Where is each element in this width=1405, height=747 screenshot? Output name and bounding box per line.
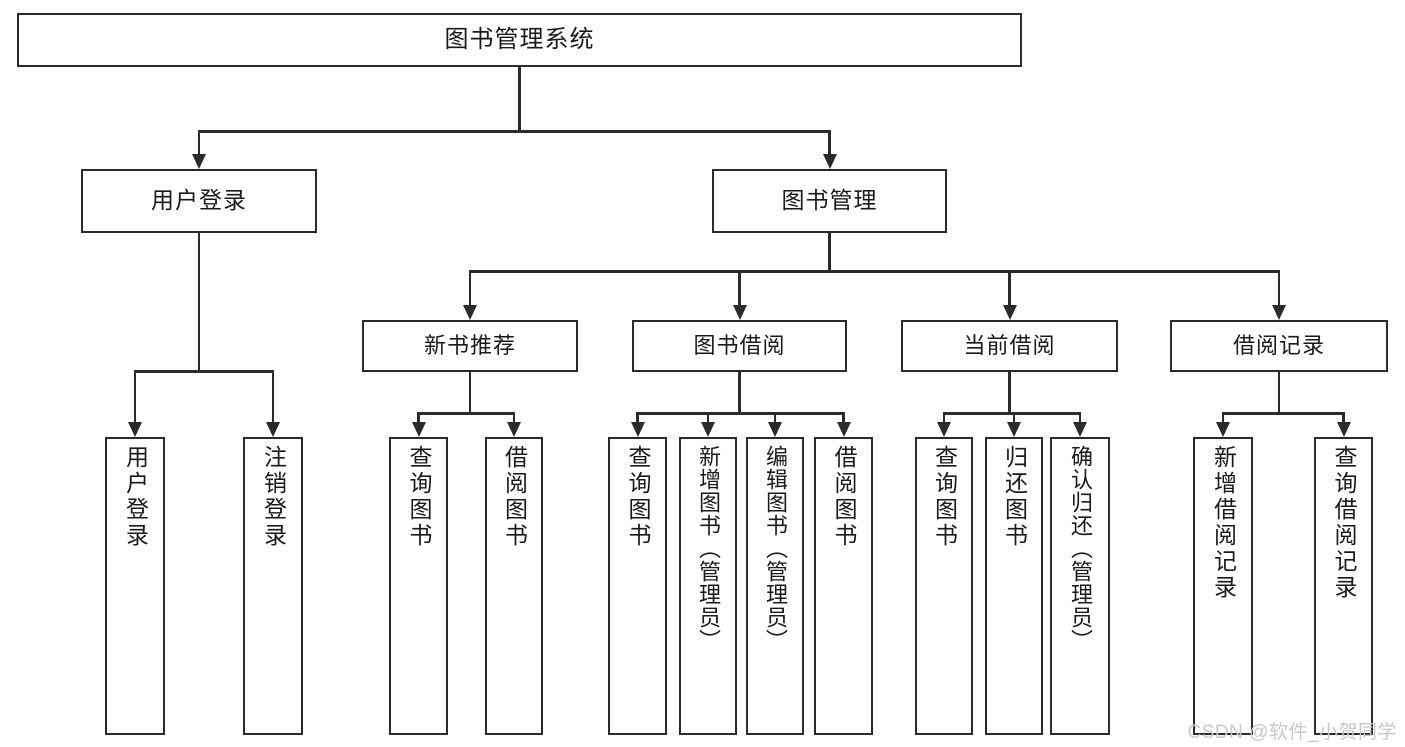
node-leaf-query-record-label: 查询借阅记录 [1331,445,1357,601]
connector-book-borrow-stem [738,372,741,412]
arrowhead-to-book-management [822,154,837,169]
arrowhead-to-leaf-edit-book [768,422,782,437]
node-leaf-borrow-book-new[interactable]: 借阅图书 [485,437,543,735]
arrowhead-to-leaf-borrow-book-new [507,422,521,437]
connector-new-book-recommend-stem [468,372,472,412]
node-leaf-add-record-label: 新增借阅记录 [1210,445,1237,601]
arrowhead-to-leaf-query-book-new [411,422,426,437]
connector-to-leaf-logout [271,370,275,422]
connector-to-leaf-add-record [1221,412,1225,422]
node-current-borrow-label: 当前借阅 [963,333,1056,359]
node-user-login-label: 用户登录 [151,187,247,214]
connector-to-leaf-add-book [706,412,710,422]
connector-to-leaf-query-book-borrow [636,412,639,422]
connector-book-management-stem [828,233,831,270]
arrowhead-to-leaf-add-record [1216,422,1230,437]
node-book-management[interactable]: 图书管理 [712,169,947,233]
connector-current-borrow-bus [942,412,1082,415]
node-new-book-recommend-label: 新书推荐 [423,333,516,359]
node-current-borrow[interactable]: 当前借阅 [901,320,1118,372]
node-leaf-confirm-return-label: 确认归还（管理员） [1068,445,1093,652]
arrowhead-to-leaf-user-login [128,422,142,437]
connector-borrow-record-bus [1221,412,1345,415]
node-leaf-borrow-book[interactable]: 借阅图书 [814,437,873,735]
node-leaf-add-book[interactable]: 新增图书（管理员） [679,437,737,735]
node-leaf-logout[interactable]: 注销登录 [243,437,303,735]
connector-to-leaf-edit-book [773,412,777,422]
connector-book-management-bus [468,270,1281,273]
node-borrow-record[interactable]: 借阅记录 [1170,320,1388,372]
arrowhead-to-current-borrow [1002,305,1017,320]
node-book-borrow-label: 图书借阅 [693,333,786,359]
arrowhead-to-leaf-confirm-return [1073,422,1087,437]
node-leaf-borrow-book-label: 借阅图书 [831,445,857,549]
connector-borrow-record-stem [1277,372,1281,412]
node-user-login[interactable]: 用户登录 [81,169,317,233]
connector-to-leaf-borrow-book [842,412,845,422]
node-leaf-add-book-label: 新增图书（管理员） [696,445,721,652]
connector-new-book-recommend-bus [417,412,516,415]
connector-to-borrow-record [1277,270,1281,305]
connector-current-borrow-stem [1008,372,1011,412]
connector-to-book-borrow [738,270,741,305]
node-leaf-edit-book[interactable]: 编辑图书（管理员） [746,437,804,735]
csdn-watermark: CSDN @软件_小贺同学 [1187,722,1397,743]
connector-to-leaf-query-book-current [942,412,946,422]
connector-to-user-login [197,130,201,154]
node-leaf-query-record[interactable]: 查询借阅记录 [1314,437,1373,735]
connector-to-leaf-query-book-new [417,412,420,422]
arrowhead-to-leaf-query-book-borrow [630,422,645,437]
node-leaf-user-login[interactable]: 用户登录 [105,437,165,735]
arrowhead-to-user-login [192,154,206,169]
node-root[interactable]: 图书管理系统 [17,13,1022,67]
arrowhead-to-book-borrow [732,305,747,320]
arrowhead-to-leaf-query-book-current [937,422,951,437]
connector-book-borrow-bus [636,412,845,415]
node-leaf-logout-label: 注销登录 [260,445,287,549]
node-leaf-query-book-borrow[interactable]: 查询图书 [608,437,667,735]
node-new-book-recommend[interactable]: 新书推荐 [362,320,578,372]
arrowhead-to-leaf-borrow-book [836,422,851,437]
arrowhead-to-leaf-return-book [1007,422,1021,437]
node-leaf-add-record[interactable]: 新增借阅记录 [1193,437,1253,735]
node-borrow-record-label: 借阅记录 [1232,333,1325,359]
node-book-borrow[interactable]: 图书借阅 [632,320,847,372]
node-root-label: 图书管理系统 [444,25,595,53]
connector-to-new-book-recommend [468,270,472,305]
connector-to-leaf-return-book [1012,412,1016,422]
node-leaf-edit-book-label: 编辑图书（管理员） [763,445,788,652]
connector-to-book-management [828,130,831,154]
node-leaf-borrow-book-new-label: 借阅图书 [501,445,528,549]
arrowhead-to-leaf-query-record [1336,422,1351,437]
connector-to-current-borrow [1008,270,1011,305]
connector-root-bus [197,130,831,133]
node-book-management-label: 图书管理 [781,187,878,214]
node-leaf-query-book-current-label: 查询图书 [931,445,958,549]
connector-to-leaf-query-record [1342,412,1345,422]
arrowhead-to-new-book-recommend [463,305,477,320]
connector-to-leaf-user-login [133,370,137,422]
node-leaf-query-book-new[interactable]: 查询图书 [389,437,448,735]
node-leaf-return-book-label: 归还图书 [1001,445,1028,549]
node-leaf-confirm-return[interactable]: 确认归还（管理员） [1050,437,1110,735]
node-leaf-query-book-new-label: 查询图书 [406,445,432,549]
connector-root-stem [518,67,521,130]
connector-user-login-stem [197,233,201,370]
node-leaf-return-book[interactable]: 归还图书 [985,437,1043,735]
connector-to-leaf-borrow-book-new [512,412,516,422]
node-leaf-query-book-current[interactable]: 查询图书 [915,437,973,735]
connector-to-leaf-confirm-return [1078,412,1082,422]
arrowhead-to-leaf-logout [266,422,280,437]
node-leaf-user-login-label: 用户登录 [122,445,149,549]
connector-user-login-bus [133,370,275,373]
arrowhead-to-leaf-add-book [701,422,715,437]
arrowhead-to-borrow-record [1272,305,1286,320]
node-leaf-query-book-borrow-label: 查询图书 [625,445,651,549]
